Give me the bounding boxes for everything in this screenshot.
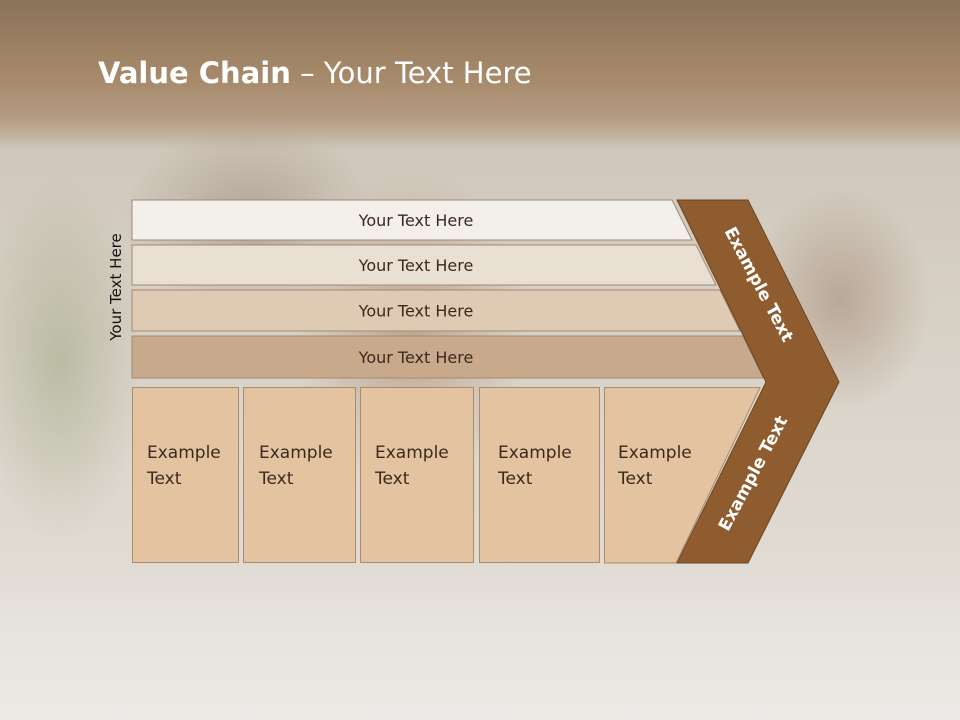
row-band-1 (131, 199, 693, 241)
column-box-5 (604, 387, 761, 564)
row-label-1: Your Text Here (358, 211, 474, 230)
row-band-2 (131, 244, 717, 286)
row-band-3 (131, 289, 741, 332)
slide-title-rest: – Your Text Here (290, 56, 532, 90)
row-label-3: Your Text Here (358, 302, 474, 321)
slide-title: Value Chain – Your Text Here (98, 56, 532, 90)
bottom-fade (0, 560, 960, 720)
row-band-4 (131, 335, 764, 379)
column-box-4 (479, 387, 600, 563)
chevron-arrow (676, 199, 840, 564)
row-label-4: Your Text Here (358, 348, 474, 367)
column-box-1 (132, 387, 239, 563)
column-box-3 (360, 387, 474, 563)
slide-title-bold: Value Chain (98, 56, 291, 90)
column-box-2 (243, 387, 356, 563)
row-label-2: Your Text Here (358, 256, 474, 275)
header-band (0, 0, 960, 150)
